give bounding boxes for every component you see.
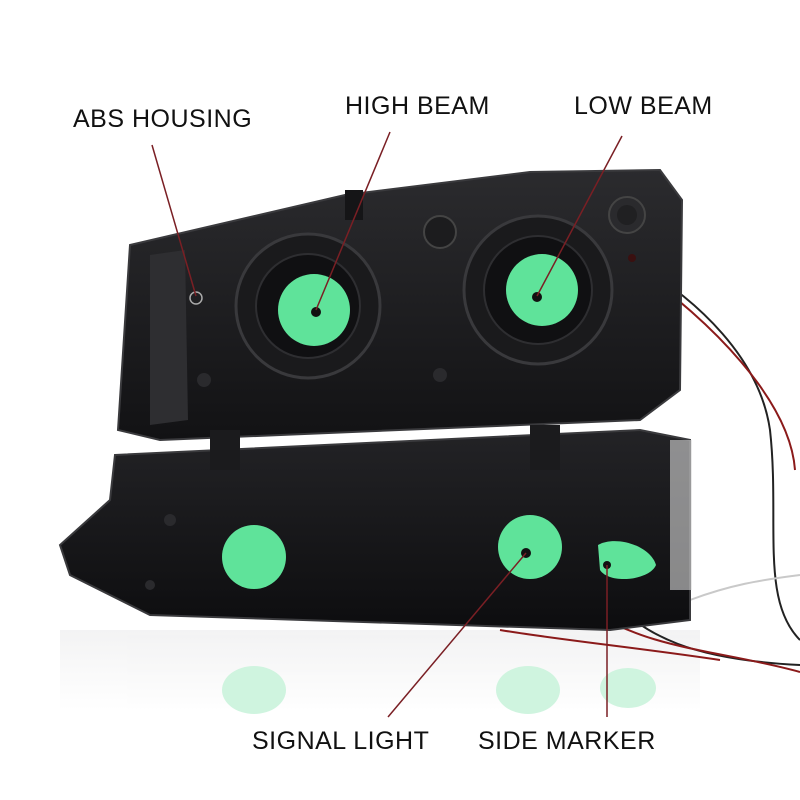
- abs-housing-label: ABS HOUSING: [73, 105, 253, 133]
- low-beam-bulb-cap: [506, 254, 578, 326]
- high-beam-label: HIGH BEAM: [345, 92, 490, 120]
- headlamp-housing: [116, 168, 684, 442]
- leader-abs-housing: [151, 144, 197, 297]
- callout-leader-lines: [151, 131, 623, 718]
- high-beam-socket: [234, 232, 382, 380]
- low-beam-socket: [462, 214, 614, 366]
- floor-reflection: [60, 630, 700, 714]
- signal-light-label: SIGNAL LIGHT: [252, 727, 430, 755]
- low-beam-label: LOW BEAM: [574, 92, 713, 120]
- signal-socket: [222, 515, 562, 589]
- leader-signal-light: [387, 552, 527, 718]
- leader-high-beam: [315, 131, 391, 311]
- signal-housing: [58, 425, 692, 632]
- side-marker-label: SIDE MARKER: [478, 727, 656, 755]
- leader-low-beam: [536, 135, 623, 297]
